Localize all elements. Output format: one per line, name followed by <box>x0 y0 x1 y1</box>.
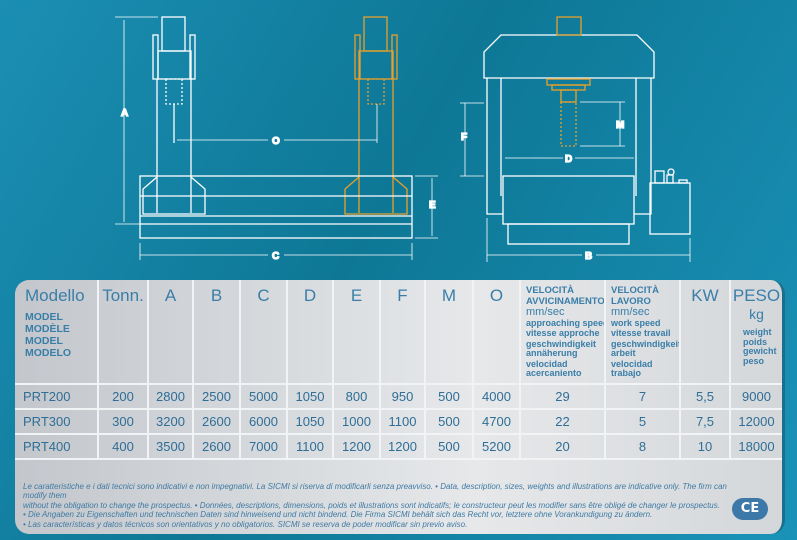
header-e: E <box>333 280 381 385</box>
dim-label-a: A <box>121 108 128 119</box>
side-view-orange <box>344 16 408 215</box>
value-cell: 200 <box>98 384 149 410</box>
value-cell: 1100 <box>380 409 426 435</box>
header-d: D <box>287 280 334 385</box>
value-cell: 2500 <box>193 384 241 410</box>
header-m: M <box>425 280 474 385</box>
value-cell: 1200 <box>333 434 381 460</box>
value-cell: 6000 <box>240 409 288 435</box>
dimensions-front <box>460 101 691 262</box>
value-cell: 29 <box>520 384 606 410</box>
value-cell: 22 <box>520 409 606 435</box>
value-cell: 7000 <box>240 434 288 460</box>
header-o: O <box>473 280 521 385</box>
value-cell: 7,5 <box>680 409 731 435</box>
value-cell: 500 <box>425 434 474 460</box>
value-cell: 1050 <box>287 409 334 435</box>
disclaimer-line: • Las características y datos técnicos s… <box>23 519 468 529</box>
value-cell: 3500 <box>148 434 194 460</box>
value-cell: 300 <box>98 409 149 435</box>
disclaimer-line: without the obligation to change the pro… <box>23 500 720 510</box>
value-cell: 500 <box>425 384 474 410</box>
ce-mark: CE <box>732 498 768 520</box>
value-cell: 2600 <box>193 409 241 435</box>
value-cell: 9000 <box>730 384 782 410</box>
disclaimer-line: • Die Angaben zu Eigenschaften und techn… <box>23 510 653 519</box>
value-cell: 4000 <box>473 384 521 410</box>
dim-label-o: O <box>272 136 280 147</box>
value-cell: 1100 <box>287 434 334 460</box>
dim-label-c: C <box>272 251 279 262</box>
dim-label-b: B <box>585 251 592 262</box>
front-view <box>483 34 691 245</box>
value-cell: 800 <box>333 384 381 410</box>
model-cell: PRT400 <box>15 434 99 460</box>
header-b: B <box>193 280 241 385</box>
header-a: A <box>148 280 194 385</box>
value-cell: 400 <box>98 434 149 460</box>
dim-label-m: M <box>616 120 624 131</box>
value-cell: 1000 <box>333 409 381 435</box>
value-cell: 8 <box>605 434 681 460</box>
dim-label-e: E <box>429 200 436 211</box>
value-cell: 7 <box>605 384 681 410</box>
value-cell: 12000 <box>730 409 782 435</box>
value-cell: 20 <box>520 434 606 460</box>
value-cell: 3200 <box>148 409 194 435</box>
value-cell: 5,5 <box>680 384 731 410</box>
dim-label-d: D <box>565 154 572 165</box>
value-cell: 950 <box>380 384 426 410</box>
dimensions-side <box>115 16 438 260</box>
header-kw: KW <box>680 280 731 385</box>
value-cell: 5 <box>605 409 681 435</box>
disclaimer: Le caratteristiche e i dati tecnici sono… <box>23 482 728 530</box>
press-technical-drawing: A O C E F M D B <box>115 16 691 262</box>
disclaimer-line: Le caratteristiche e i dati tecnici sono… <box>23 481 727 501</box>
value-cell: 4700 <box>473 409 521 435</box>
header-f: F <box>380 280 426 385</box>
model-cell: PRT300 <box>15 409 99 435</box>
value-cell: 10 <box>680 434 731 460</box>
value-cell: 5200 <box>473 434 521 460</box>
base <box>139 175 413 239</box>
header-c: C <box>240 280 288 385</box>
front-view-ram <box>546 16 591 147</box>
header-tonn: Tonn. <box>98 280 149 385</box>
value-cell: 2600 <box>193 434 241 460</box>
value-cell: 18000 <box>730 434 782 460</box>
value-cell: 500 <box>425 409 474 435</box>
value-cell: 1200 <box>380 434 426 460</box>
value-cell: 5000 <box>240 384 288 410</box>
side-view-white <box>142 16 206 215</box>
model-cell: PRT200 <box>15 384 99 410</box>
value-cell: 1050 <box>287 384 334 410</box>
dim-label-f: F <box>461 132 467 143</box>
value-cell: 2800 <box>148 384 194 410</box>
